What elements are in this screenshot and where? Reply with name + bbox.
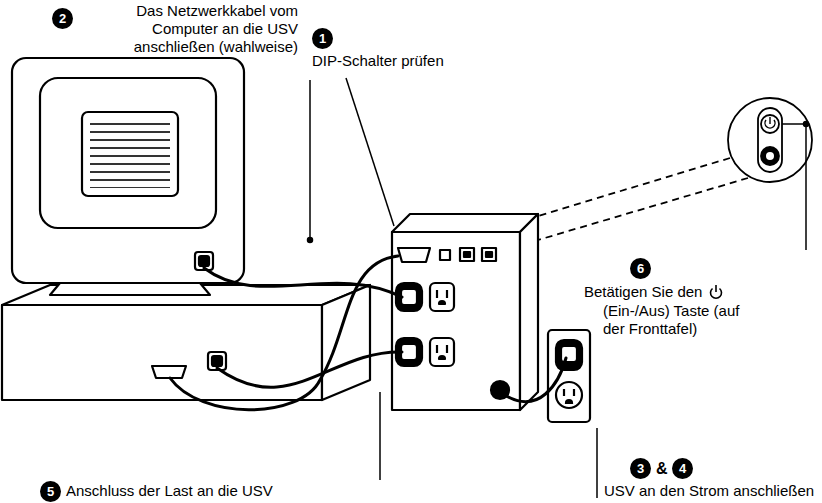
monitor [12,58,244,283]
ups-housing [430,338,454,366]
leader-lines [596,428,598,498]
computer-case [322,285,370,400]
ups-housing [392,232,520,410]
zoom-detail [728,98,812,182]
ups-housing [392,214,538,232]
instruction-text: (Ein-/Aus) Taste (auf der Fronttafel) [603,302,743,338]
ups-housing [460,248,474,261]
leader-lines [804,122,809,127]
instruction-text: Das Netzwerkkabel vom Computer an die US… [83,2,298,56]
zoom-detail [769,117,770,124]
zoom-detail [538,158,730,216]
cables [500,358,566,402]
wall-outlet [556,382,582,408]
computer-case [2,285,370,400]
instruction-text: Betätigen Sie den [584,283,702,301]
power-symbol [716,285,718,292]
leader-lines [308,78,809,498]
ups-housing [464,252,470,257]
ups-housing [436,345,438,353]
instruction-text: Anschluss der Last an die USV [66,482,273,500]
computer-case [212,356,222,366]
cables [204,268,402,297]
monitor [90,120,170,188]
leader-lines [782,123,806,125]
wall-outlet [556,340,582,370]
monitor [82,112,178,196]
computer-case [152,366,186,378]
monitor [40,78,216,228]
wall-outlet [563,389,565,396]
cables [217,352,402,387]
monitor [12,58,244,295]
leader-lines [805,124,807,250]
ups-housing [446,290,448,298]
ups-housing [486,252,492,257]
callout-number: 6 [630,258,651,279]
callout-number: 1 [312,28,333,49]
instruction-text: DIP-Schalter prüfen [312,52,444,70]
leader-lines [308,238,313,243]
ups-housing [482,248,496,261]
callout-number: 3 [630,458,651,479]
ups-housing [430,283,454,311]
cables [170,256,398,410]
ups-housing [436,290,438,298]
zoom-detail [538,178,748,240]
ups-housing [446,345,448,353]
monitor [199,256,209,266]
wall-outlet [548,330,590,422]
ups-housing [440,250,450,260]
wall-outlet [548,330,590,422]
zoom-detail [761,115,779,133]
wall-outlet [566,400,572,403]
callout-number: 2 [52,8,73,29]
zoom-detail [758,108,782,172]
leader-lines [309,80,311,238]
zoom-detail [761,147,779,165]
ups-housing [392,214,538,410]
leader-lines [379,392,381,480]
callout-number: 4 [672,458,693,479]
callout-number: 5 [40,481,61,502]
wall-outlet [561,346,577,362]
leader-lines [346,78,394,226]
power-symbol [708,284,724,300]
ups-housing [439,356,445,359]
instruction-text: USV an den Strom anschließen [604,482,814,500]
zoom-detail [538,98,812,240]
ampersand: & [656,458,668,479]
monitor [50,283,210,295]
wall-outlet [573,389,575,396]
cables [170,256,566,410]
zoom-detail [766,152,774,160]
ups-housing [398,248,430,262]
ups-housing [439,301,445,304]
ups-housing [520,214,538,410]
